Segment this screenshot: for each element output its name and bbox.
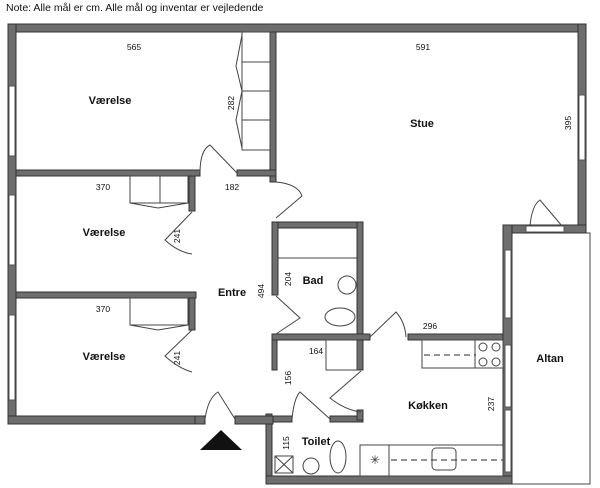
fixtures: ✳ (274, 257, 504, 477)
toilet-wc-icon (329, 440, 347, 474)
room-label-toilet: Toilet (302, 436, 331, 448)
dim-stue-width: 591 (416, 42, 430, 52)
kitchen-sink-icon (431, 447, 457, 471)
plan-note: Note: Alle mål er cm. Alle mål og invent… (6, 2, 264, 14)
dim-entre-depth: 494 (256, 284, 266, 298)
dim-vaerelse1-width: 565 (127, 42, 141, 52)
toilet-icon (324, 307, 356, 327)
dim-toilet-depth: 115 (281, 436, 291, 450)
doors (164, 144, 563, 450)
dim-vaerelse3-width: 370 (96, 304, 110, 314)
dim-hall-closet: 164 (309, 346, 323, 356)
room-label-altan: Altan (536, 353, 564, 365)
dim-vaerelse2-width: 370 (96, 182, 110, 192)
room-label-vaerelse-1: Værelse (89, 95, 132, 107)
dim-vaerelse2-depth: 241 (172, 229, 182, 243)
room-label-entre: Entre (218, 287, 246, 299)
dim-koekken-depth: 237 (486, 397, 496, 411)
dim-bad-depth: 204 (283, 272, 293, 286)
dim-koekken-width: 296 (423, 321, 437, 331)
windows (8, 85, 586, 473)
room-label-koekken: Køkken (408, 400, 448, 412)
room-label-bad: Bad (303, 275, 324, 287)
room-label-vaerelse-2: Værelse (83, 227, 126, 239)
balcony-area (510, 232, 591, 485)
dim-hall-depth: 156 (283, 371, 293, 385)
shaft-icon (274, 455, 294, 474)
svg-text:✳: ✳ (370, 453, 380, 467)
closets (129, 31, 358, 371)
walls (7, 23, 587, 485)
stove-burner-icon (478, 342, 488, 352)
sink-icon (337, 275, 357, 295)
dim-vaerelse1-closet: 282 (226, 96, 236, 110)
dim-vaerelse3-depth: 241 (172, 351, 182, 365)
room-label-vaerelse-3: Værelse (83, 351, 126, 363)
room-label-stue: Stue (410, 118, 434, 130)
dim-stue-depth: 395 (563, 116, 573, 130)
dim-entre-width: 182 (225, 182, 239, 192)
entrance-arrow-icon (200, 430, 242, 450)
